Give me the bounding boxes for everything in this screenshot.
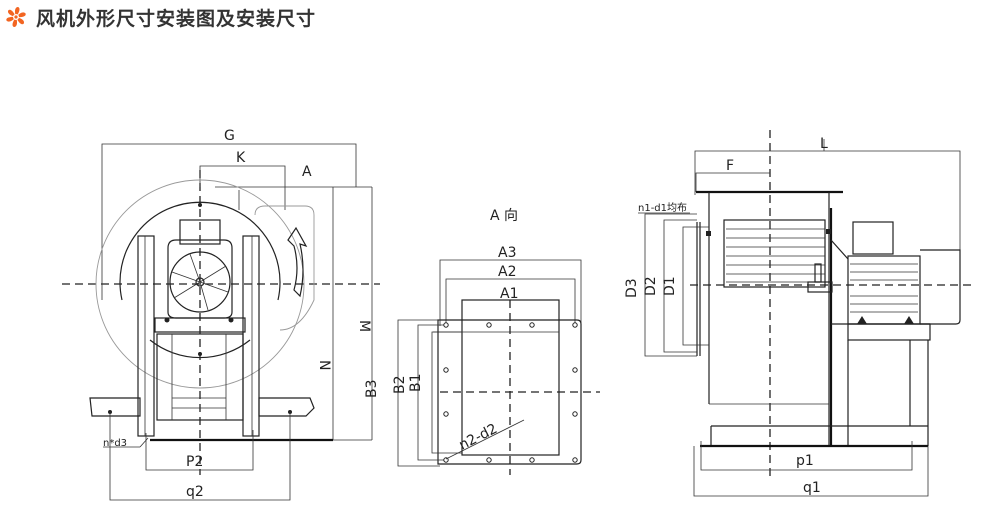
right-mount-rail [258, 397, 315, 417]
left-mount-rail [89, 397, 141, 417]
page-header: 风机外形尺寸安装图及安装尺寸 [4, 3, 316, 31]
outlet-flange [437, 319, 582, 465]
dim-k-label: K [236, 150, 246, 166]
motor-body [847, 255, 921, 325]
a-view-title: A 向 [490, 208, 518, 224]
dim-b1-label: B1 [408, 373, 424, 392]
mount-hole-label: n*d3 [103, 438, 127, 449]
dim-g-line [101, 143, 357, 300]
page-title: 风机外形尺寸安装图及安装尺寸 [36, 7, 317, 30]
fan-icon [6, 7, 26, 27]
dim-p1-label: p1 [796, 453, 814, 469]
dim-q1-label: q1 [803, 480, 821, 496]
dim-b2-line [417, 324, 446, 461]
dim-b2-label: B2 [392, 375, 408, 394]
rotation-arrow-icon [287, 226, 308, 298]
dim-a3-line [439, 259, 582, 326]
volute-casing [119, 201, 281, 301]
outlet-scroll [254, 205, 315, 331]
outlet-a-label: A [302, 164, 312, 180]
dim-b1-line [431, 331, 462, 454]
volute-outer [95, 179, 305, 389]
dim-g-label: G [224, 128, 235, 144]
flange-holes [443, 322, 578, 463]
dim-f-label: F [726, 158, 734, 174]
dim-m-label: M [356, 320, 372, 332]
motor-terminal-box [852, 221, 894, 255]
inlet-holes-label: n1-d1均布 [638, 202, 687, 214]
dim-d2-label: D2 [643, 276, 659, 296]
dim-a2-line [445, 278, 576, 326]
dim-b3-label: B3 [364, 379, 380, 398]
motor-fan-wheel [169, 251, 231, 313]
dim-d1-label: D1 [662, 276, 678, 296]
dim-k-line [199, 165, 286, 210]
dim-n-label: N [316, 360, 332, 370]
flange-holes-label: n2-d2 [457, 421, 500, 454]
motor-housing [167, 239, 233, 319]
dim-p2-line [145, 430, 254, 471]
inlet-louvers [723, 219, 826, 288]
dim-q2-label: q2 [186, 484, 204, 500]
fan-spokes [171, 253, 229, 311]
a-view: A 向 A3 A2 A1 B3 B2 B1 [364, 208, 600, 475]
dim-l-label: L [820, 136, 828, 152]
front-view: G K A [62, 128, 380, 501]
dim-b3-line [397, 319, 440, 467]
dim-q1-line [693, 446, 929, 497]
dim-l-line [694, 150, 961, 250]
dim-q2-line [109, 412, 291, 501]
dim-p2-label: P2 [186, 454, 203, 470]
dim-d3-label: D3 [624, 278, 640, 298]
dim-p1-line [700, 441, 913, 471]
dim-a3-label: A3 [498, 245, 516, 261]
side-view: L F [624, 130, 975, 497]
dim-a1-label: A1 [500, 286, 518, 302]
dim-a2-label: A2 [498, 264, 516, 280]
